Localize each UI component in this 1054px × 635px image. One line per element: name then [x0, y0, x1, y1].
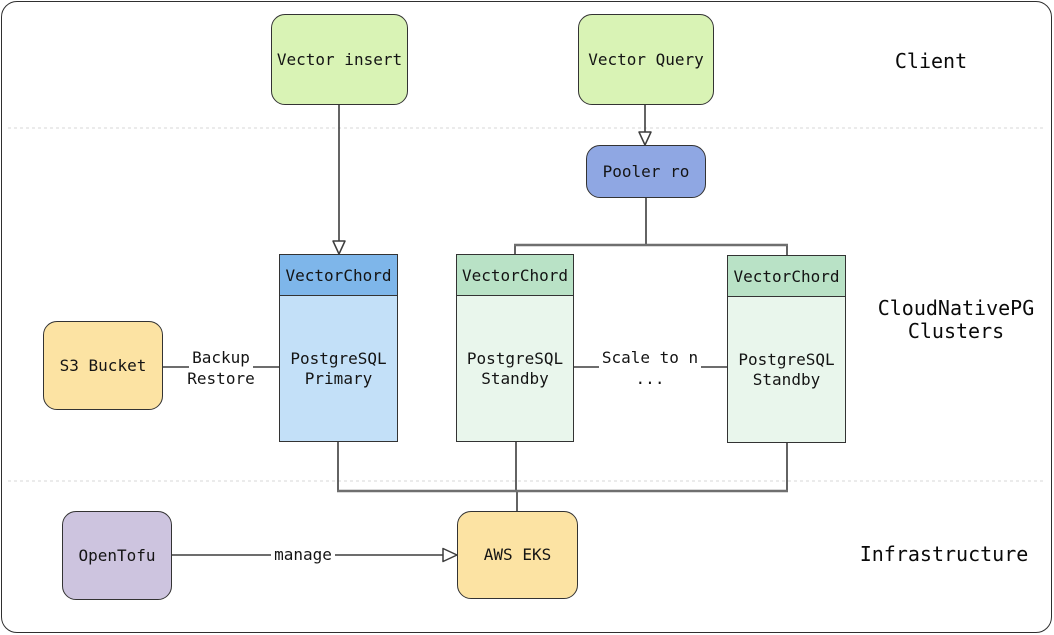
- edge-clusters-to-eks-stubs: [337, 442, 788, 511]
- cnpg-label-line2: Clusters: [907, 319, 1005, 343]
- vector-query-label: Vector Query: [588, 49, 704, 69]
- cluster-primary-body-line2: Primary: [304, 368, 373, 388]
- node-cluster-primary: VectorChord PostgreSQL Primary: [279, 254, 398, 442]
- section-label-cloudnativepg-clusters: CloudNativePG Clusters: [876, 296, 1036, 344]
- vector-insert-label: Vector insert: [276, 49, 403, 69]
- cluster-standby-2-header: VectorChord: [728, 256, 845, 297]
- node-cluster-standby-1: VectorChord PostgreSQL Standby: [456, 254, 574, 442]
- node-vector-insert: Vector insert: [271, 14, 408, 105]
- cluster-standby-1-body-line2: Standby: [481, 368, 549, 388]
- cluster-standby-2-header-label: VectorChord: [733, 266, 840, 286]
- backup-restore-line1: Backup: [189, 346, 253, 368]
- cluster-standby-2-body-line2: Standby: [752, 369, 821, 389]
- edge-label-scale-to-n: Scale to n ...: [595, 346, 705, 389]
- scale-to-n-line1: Scale to n: [598, 346, 702, 368]
- backup-restore-line2: Restore: [184, 367, 258, 389]
- manage-label: manage: [271, 543, 335, 565]
- cluster-primary-body-line1: PostgreSQL: [290, 348, 387, 368]
- client-label: Client: [894, 48, 968, 73]
- aws-eks-label: AWS EKS: [483, 545, 552, 564]
- edge-label-backup-restore: Backup Restore: [171, 346, 271, 389]
- pooler-ro-label: Pooler ro: [602, 161, 690, 181]
- cnpg-label-line1: CloudNativePG: [877, 296, 1035, 320]
- node-aws-eks: AWS EKS: [457, 511, 578, 599]
- node-cluster-standby-2: VectorChord PostgreSQL Standby: [727, 255, 846, 443]
- node-opentofu: OpenTofu: [62, 511, 172, 600]
- arrowhead-into-pooler-icon: [638, 131, 652, 146]
- section-label-client: Client: [866, 48, 996, 74]
- infrastructure-label: Infrastructure: [859, 541, 1029, 566]
- scale-to-n-line2: ...: [632, 367, 668, 389]
- arrowhead-into-eks-icon: [442, 547, 458, 563]
- node-s3-bucket: S3 Bucket: [43, 321, 163, 410]
- cluster-standby-2-body-line1: PostgreSQL: [738, 349, 835, 369]
- edge-label-manage: manage: [263, 543, 343, 565]
- section-label-infrastructure: Infrastructure: [858, 541, 1030, 567]
- cluster-standby-1-header-label: VectorChord: [462, 265, 568, 285]
- node-pooler-ro: Pooler ro: [586, 145, 706, 198]
- cluster-standby-2-body: PostgreSQL Standby: [728, 297, 845, 442]
- arrowhead-into-primary-icon: [332, 240, 346, 255]
- cluster-primary-header: VectorChord: [280, 255, 397, 296]
- cluster-primary-body: PostgreSQL Primary: [280, 296, 397, 441]
- cluster-standby-1-body-line1: PostgreSQL: [466, 348, 564, 368]
- s3-bucket-label: S3 Bucket: [59, 355, 147, 375]
- opentofu-label: OpenTofu: [78, 545, 156, 565]
- cluster-primary-header-label: VectorChord: [285, 265, 392, 285]
- node-vector-query: Vector Query: [578, 14, 714, 105]
- cluster-standby-1-body: PostgreSQL Standby: [457, 296, 573, 441]
- edge-pooler-branch-stubs: [514, 198, 788, 255]
- cluster-standby-1-header: VectorChord: [457, 255, 573, 296]
